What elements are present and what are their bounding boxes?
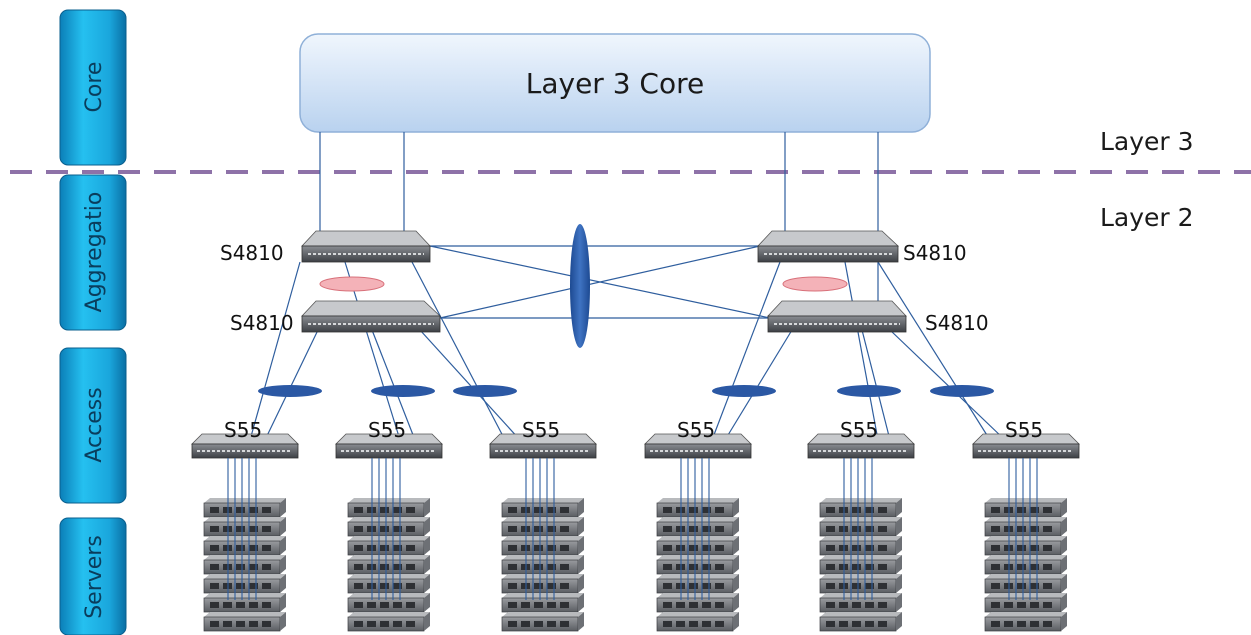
agg-switch-left-bottom bbox=[301, 300, 442, 333]
aggregation-cross-links bbox=[429, 245, 771, 319]
server-rack-2 bbox=[347, 458, 430, 632]
access-label-2: S55 bbox=[368, 418, 406, 442]
layer2-label: Layer 2 bbox=[1100, 203, 1194, 232]
server-layer bbox=[203, 458, 1067, 632]
agg-switch-right-top bbox=[757, 230, 900, 263]
tier-access: Access bbox=[59, 347, 127, 504]
mlag-vertical bbox=[570, 224, 590, 348]
server-rack-5 bbox=[819, 458, 902, 632]
tier-aggregation: Aggregatio bbox=[59, 174, 127, 331]
access-switch-2: S55 bbox=[335, 418, 443, 459]
access-label-6: S55 bbox=[1005, 418, 1043, 442]
server-rack-6 bbox=[984, 458, 1067, 632]
agg-label-left-bottom: S4810 bbox=[230, 311, 294, 335]
core-label: Layer 3 Core bbox=[526, 67, 705, 100]
tier-servers-label: Servers bbox=[82, 535, 107, 619]
access-lags bbox=[258, 385, 994, 397]
tier-aggregation-label: Aggregatio bbox=[82, 192, 107, 313]
server-rack-4 bbox=[656, 458, 739, 632]
vlt-pink-right bbox=[782, 276, 848, 292]
access-label-3: S55 bbox=[522, 418, 560, 442]
agg-switch-right-bottom bbox=[767, 300, 907, 333]
access-label-4: S55 bbox=[677, 418, 715, 442]
access-switch-3: S55 bbox=[489, 418, 597, 459]
tier-core-label: Core bbox=[82, 62, 107, 113]
tier-access-label: Access bbox=[82, 387, 107, 462]
tier-core: Core bbox=[59, 9, 127, 166]
core-uplinks bbox=[319, 132, 879, 318]
agg-label-right-top: S4810 bbox=[903, 241, 967, 265]
agg-label-left-top: S4810 bbox=[220, 241, 284, 265]
agg-label-right-bottom: S4810 bbox=[925, 311, 989, 335]
tier-servers: Servers bbox=[59, 517, 127, 635]
access-label-1: S55 bbox=[224, 418, 262, 442]
core-box: Layer 3 Core bbox=[299, 33, 931, 133]
access-switch-6: S55 bbox=[972, 418, 1080, 459]
agg-switch-left-top bbox=[301, 230, 431, 263]
vlt-pink-left bbox=[319, 276, 385, 292]
aggregation-access-links bbox=[249, 261, 1006, 441]
server-rack-3 bbox=[501, 458, 584, 632]
access-layer: S55 S55 S55 S55 S55 S55 bbox=[191, 418, 1080, 459]
access-switch-1: S55 bbox=[191, 418, 299, 459]
access-switch-4: S55 bbox=[644, 418, 752, 459]
server-rack-1 bbox=[203, 458, 286, 632]
layer3-label: Layer 3 bbox=[1100, 127, 1194, 156]
access-switch-5: S55 bbox=[807, 418, 915, 459]
access-label-5: S55 bbox=[840, 418, 878, 442]
